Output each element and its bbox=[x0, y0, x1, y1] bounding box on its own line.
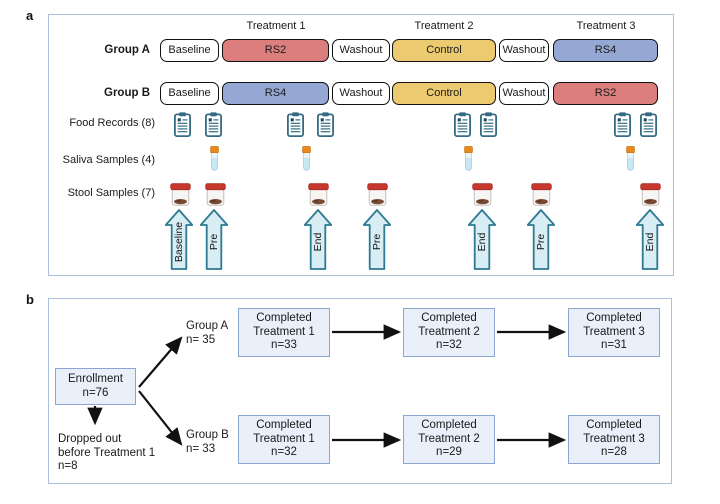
phase-box-baseline: Baseline bbox=[160, 82, 219, 105]
timepoint-arrow-label: Pre bbox=[208, 233, 220, 251]
text-line: n=31 bbox=[601, 339, 627, 352]
block-arrow-up-icon bbox=[467, 209, 497, 270]
food-record-clipboard-icon bbox=[479, 112, 497, 138]
stool-jar-icon bbox=[530, 183, 552, 206]
text-line: n=8 bbox=[58, 460, 78, 472]
text-line: Treatment 2 bbox=[418, 325, 480, 338]
timepoint-arrow-label: Pre bbox=[535, 233, 547, 251]
group-label: Group B bbox=[104, 87, 150, 99]
stool-jar-icon bbox=[204, 183, 226, 206]
sample-row-label: Food Records (8) bbox=[69, 117, 155, 129]
sample-row-label: Stool Samples (7) bbox=[67, 187, 155, 199]
food-record-clipboard-icon bbox=[613, 112, 631, 138]
text-line: Treatment 1 bbox=[253, 325, 315, 338]
timepoint-arrow-label: End bbox=[644, 232, 656, 252]
block-arrow-up-icon bbox=[526, 209, 556, 270]
stool-jar-icon bbox=[366, 183, 388, 206]
timepoint-arrow-end: End bbox=[635, 209, 665, 270]
text-line: n=76 bbox=[82, 386, 109, 399]
treatment-header: Treatment 1 bbox=[246, 20, 306, 32]
block-arrow-up-icon bbox=[164, 209, 194, 270]
timepoint-arrow-label: End bbox=[312, 232, 324, 252]
text-line: n=33 bbox=[271, 339, 297, 352]
text-line: n=29 bbox=[436, 446, 462, 459]
timepoint-arrow-end: End bbox=[303, 209, 333, 270]
stool-jar-icon bbox=[169, 183, 191, 206]
food-record-clipboard-icon bbox=[453, 112, 471, 138]
timepoint-arrow-label: Baseline bbox=[173, 221, 185, 263]
text-line: Completed bbox=[586, 312, 642, 325]
stool-jar-icon bbox=[471, 183, 493, 206]
timepoint-arrow-pre: Pre bbox=[362, 209, 392, 270]
timepoint-arrow-pre: Pre bbox=[199, 209, 229, 270]
phase-box-rs2: RS2 bbox=[553, 82, 658, 105]
food-record-clipboard-icon bbox=[639, 112, 657, 138]
text-line: Completed bbox=[421, 419, 477, 432]
food-record-clipboard-icon bbox=[173, 112, 191, 138]
text-line: Completed bbox=[256, 419, 312, 432]
timepoint-arrow-pre: Pre bbox=[526, 209, 556, 270]
phase-box-control: Control bbox=[392, 82, 496, 105]
text-line: n=28 bbox=[601, 446, 627, 459]
timepoint-arrow-label: End bbox=[476, 232, 488, 252]
group-label: Group A bbox=[104, 44, 150, 56]
text-line: Treatment 3 bbox=[583, 432, 645, 445]
phase-box-washout: Washout bbox=[499, 39, 549, 62]
treatment-header: Treatment 2 bbox=[414, 20, 474, 32]
text-line: before Treatment 1 bbox=[58, 446, 156, 459]
timepoint-arrow-baseline: Baseline bbox=[164, 209, 194, 270]
food-record-clipboard-icon bbox=[204, 112, 222, 138]
text-line: n=32 bbox=[436, 339, 462, 352]
text-line: n= 33 bbox=[186, 442, 216, 455]
phase-box-baseline: Baseline bbox=[160, 39, 219, 62]
phase-box-washout: Washout bbox=[332, 39, 390, 62]
text-line: Completed bbox=[586, 419, 642, 432]
phase-box-washout: Washout bbox=[499, 82, 549, 105]
panel-b-label: b bbox=[26, 292, 34, 307]
saliva-tube-icon bbox=[463, 146, 474, 173]
text-line: Completed bbox=[421, 312, 477, 325]
text-line: Treatment 1 bbox=[253, 432, 315, 445]
text-line: Group B bbox=[186, 429, 229, 441]
text-line: n=32 bbox=[271, 446, 297, 459]
panel-a-label: a bbox=[26, 8, 34, 23]
text-line: Completed bbox=[256, 312, 312, 325]
text-line: Dropped out bbox=[58, 433, 122, 445]
saliva-tube-icon bbox=[625, 146, 636, 173]
treatment-header: Treatment 3 bbox=[576, 20, 636, 32]
phase-box-rs4: RS4 bbox=[222, 82, 329, 105]
food-record-clipboard-icon bbox=[316, 112, 334, 138]
timepoint-arrow-end: End bbox=[467, 209, 497, 270]
sample-row-label: Saliva Samples (4) bbox=[62, 154, 155, 166]
saliva-tube-icon bbox=[209, 146, 220, 173]
phase-box-rs4: RS4 bbox=[553, 39, 658, 62]
timepoint-arrow-label: Pre bbox=[371, 233, 383, 251]
block-arrow-up-icon bbox=[303, 209, 333, 270]
text-line: Treatment 2 bbox=[418, 432, 480, 445]
block-arrow-up-icon bbox=[362, 209, 392, 270]
text-line: Enrollment bbox=[68, 373, 123, 385]
saliva-tube-icon bbox=[301, 146, 312, 173]
text-line: n= 35 bbox=[186, 333, 216, 346]
food-record-clipboard-icon bbox=[286, 112, 304, 138]
text-line: Treatment 3 bbox=[583, 325, 645, 338]
text-line: Group A bbox=[186, 320, 229, 332]
phase-box-control: Control bbox=[392, 39, 496, 62]
phase-box-rs2: RS2 bbox=[222, 39, 329, 62]
stool-jar-icon bbox=[639, 183, 661, 206]
block-arrow-up-icon bbox=[199, 209, 229, 270]
phase-box-washout: Washout bbox=[332, 82, 390, 105]
block-arrow-up-icon bbox=[635, 209, 665, 270]
stool-jar-icon bbox=[307, 183, 329, 206]
